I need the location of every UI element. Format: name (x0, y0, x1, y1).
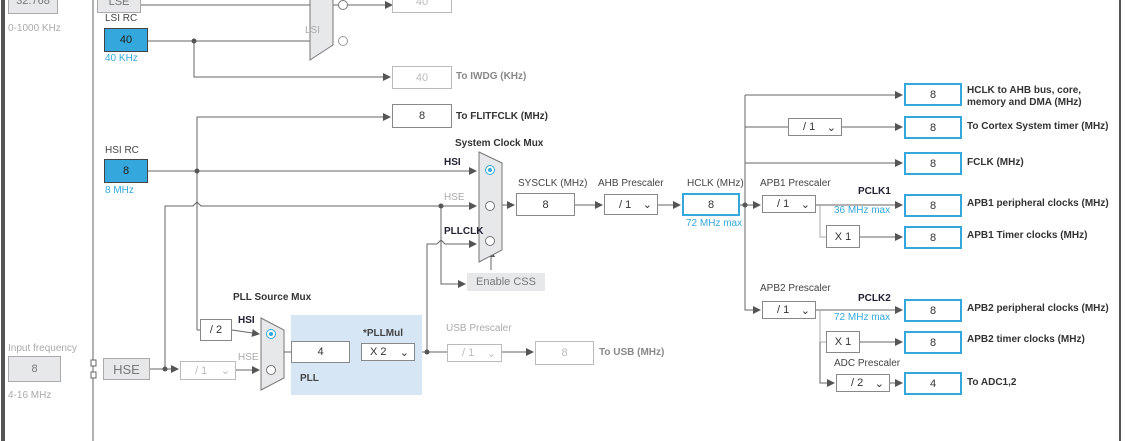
flitfclk-label: To FLITFCLK (MHz) (456, 111, 549, 122)
hse-source: HSE (103, 358, 150, 380)
apb2-peripheral-label: APB2 peripheral clocks (MHz) (967, 303, 1109, 314)
pll-label: PLL (300, 373, 319, 384)
hsi-unit: 8 MHz (105, 185, 134, 196)
pllmul-select[interactable]: X 2 ⌄ (361, 343, 415, 361)
hse-prediv-value: / 1 (195, 364, 208, 377)
iwdg-output: 40 (392, 66, 452, 89)
ahb-output-label: HCLK to AHB bus, core, memory and DMA (M… (967, 85, 1082, 108)
rtc-output: 40 (392, 0, 452, 13)
adc-output[interactable]: 4 (904, 372, 962, 395)
hse-input-frequency[interactable]: 8 (8, 356, 61, 382)
ahb-prescaler-value: / 1 (619, 198, 632, 211)
cortex-output[interactable]: 8 (904, 116, 962, 139)
pll-source-mux-title: PLL Source Mux (233, 292, 312, 303)
rtc-mux (309, 0, 334, 61)
fclk-output[interactable]: 8 (904, 152, 962, 175)
adc-prescaler-value: / 2 (851, 377, 864, 389)
usb-prescaler-select[interactable]: / 1 ⌄ (447, 344, 502, 362)
ahb-prescaler-select[interactable]: / 1 ⌄ (604, 194, 658, 215)
pclk1-max: 36 MHz max (834, 205, 891, 216)
sysclk-label: SYSCLK (MHz) (518, 178, 588, 189)
pllmux-hsi-radio[interactable] (266, 329, 276, 339)
hse-prediv-select[interactable]: / 1 ⌄ (180, 361, 236, 380)
pllmul-value: X 2 (370, 346, 387, 358)
rtc-mux-lse-radio[interactable] (338, 0, 348, 10)
ahb-prescaler-label: AHB Prescaler (598, 178, 664, 189)
lsi-title: LSI RC (105, 13, 138, 24)
adc-output-label: To ADC1,2 (967, 377, 1017, 388)
apb2-prescaler-select[interactable]: / 1 ⌄ (762, 301, 816, 319)
apb1-timer-multiplier: X 1 (826, 225, 860, 248)
lsi-unit: 40 KHz (105, 53, 138, 64)
chevron-down-icon: ⌄ (826, 121, 836, 134)
apb1-peripheral-label: APB1 peripheral clocks (MHz) (967, 198, 1109, 209)
apb1-timer-label: APB1 Timer clocks (MHz) (967, 230, 1088, 241)
sysmux-pllclk-label: PLLCLK (444, 226, 484, 237)
hse-range: 4-16 MHz (8, 390, 52, 401)
usb-output-label: To USB (MHz) (599, 347, 665, 358)
apb2-timer-label: APB2 timer clocks (MHz) (967, 334, 1085, 345)
chevron-down-icon: ⌄ (220, 365, 230, 377)
apb2-timer-output[interactable]: 8 (904, 331, 962, 354)
enable-css-button[interactable]: Enable CSS (467, 273, 545, 291)
sysmux-pllclk-radio[interactable] (485, 236, 495, 246)
hsi-title: HSI RC (105, 145, 139, 156)
sysmux-hsi-label: HSI (444, 157, 461, 168)
system-clock-mux-title: System Clock Mux (455, 138, 544, 149)
apb1-timer-output[interactable]: 8 (904, 226, 962, 249)
lse-source: LSE (97, 0, 141, 13)
apb2-prescaler-value: / 1 (777, 304, 790, 316)
apb1-prescaler-label: APB1 Prescaler (760, 178, 831, 189)
apb1-prescaler-value: / 1 (777, 198, 790, 210)
pllmux-hsi-label: HSI (238, 315, 255, 326)
ahb-output[interactable]: 8 (904, 83, 962, 106)
hclk-max: 72 MHz max (686, 218, 743, 229)
adc-prescaler-select[interactable]: / 2 ⌄ (836, 374, 890, 392)
apb1-prescaler-select[interactable]: / 1 ⌄ (762, 195, 816, 213)
pclk2-max: 72 MHz max (834, 312, 891, 323)
pclk1-label: PCLK1 (858, 186, 891, 197)
chevron-down-icon: ⌄ (399, 346, 409, 359)
hclk-value[interactable]: 8 (682, 193, 740, 216)
usb-output: 8 (535, 341, 594, 365)
cortex-output-label: To Cortex System timer (MHz) (967, 121, 1109, 132)
flitfclk-output: 8 (392, 104, 452, 128)
sysmux-hse-radio[interactable] (485, 201, 495, 211)
chevron-down-icon: ⌄ (874, 377, 884, 390)
apb1-peripheral-output[interactable]: 8 (904, 194, 962, 217)
usb-prescaler-value: / 1 (462, 347, 475, 359)
lsi-wire-label: LSI (305, 25, 321, 36)
hse-input-frequency-label: Input frequency (8, 343, 77, 354)
apb2-peripheral-output[interactable]: 8 (904, 299, 962, 322)
cortex-prescaler-select[interactable]: / 1 ⌄ (788, 118, 842, 136)
apb2-prescaler-label: APB2 Prescaler (760, 283, 831, 294)
cortex-prescaler-value: / 1 (803, 121, 816, 133)
iwdg-label: To IWDG (KHz) (456, 71, 527, 82)
pllmul-label: *PLLMul (363, 328, 403, 339)
pllmux-hse-label: HSE (238, 352, 259, 363)
adc-prescaler-label: ADC Prescaler (834, 358, 901, 369)
rtc-mux-lsi-radio[interactable] (338, 36, 348, 46)
sysmux-hsi-radio[interactable] (485, 165, 495, 175)
hsi-div2: / 2 (200, 319, 232, 341)
pllmux-hse-radio[interactable] (266, 365, 276, 375)
pll-input-value: 4 (291, 341, 350, 363)
lse-range: 0-1000 KHz (8, 23, 61, 34)
lsi-rc-value: 40 (104, 28, 148, 52)
hsi-rc-value: 8 (104, 159, 148, 183)
lse-frequency-input[interactable]: 32.768 (8, 0, 58, 14)
hclk-label: HCLK (MHz) (687, 178, 744, 189)
sysmux-hse-label: HSE (444, 192, 465, 203)
pclk2-label: PCLK2 (858, 293, 891, 304)
fclk-output-label: FCLK (MHz) (967, 157, 1024, 168)
chevron-down-icon: ⌄ (800, 198, 810, 211)
chevron-down-icon: ⌄ (800, 304, 810, 317)
chevron-down-icon: ⌄ (642, 199, 652, 211)
chevron-down-icon: ⌄ (486, 347, 496, 360)
sysclk-value[interactable]: 8 (516, 193, 575, 216)
apb2-timer-multiplier: X 1 (826, 331, 860, 353)
usb-prescaler-label: USB Prescaler (446, 323, 512, 334)
